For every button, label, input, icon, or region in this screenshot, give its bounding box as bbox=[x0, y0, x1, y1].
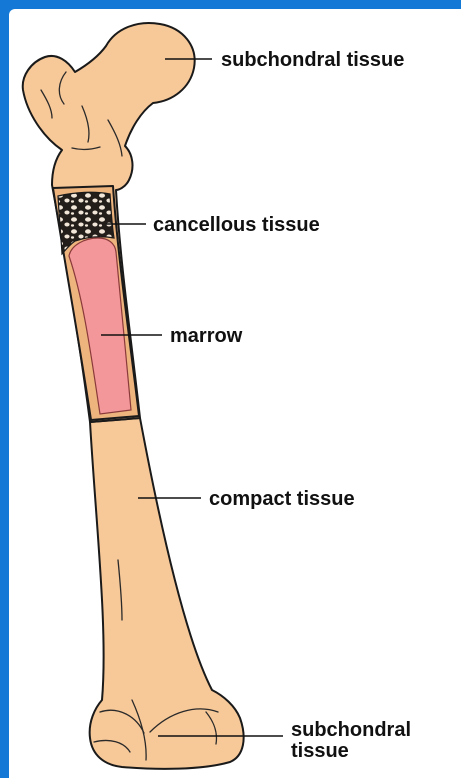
label-subchondral-bottom-1: subchondral bbox=[291, 719, 411, 741]
lower-shaft-and-condyles bbox=[90, 418, 244, 769]
label-subchondral-top: subchondral tissue bbox=[221, 49, 404, 71]
label-marrow: marrow bbox=[170, 325, 243, 347]
label-cancellous: cancellous tissue bbox=[153, 214, 320, 236]
label-compact: compact tissue bbox=[209, 488, 355, 510]
label-subchondral-bottom-2: tissue bbox=[291, 740, 349, 762]
